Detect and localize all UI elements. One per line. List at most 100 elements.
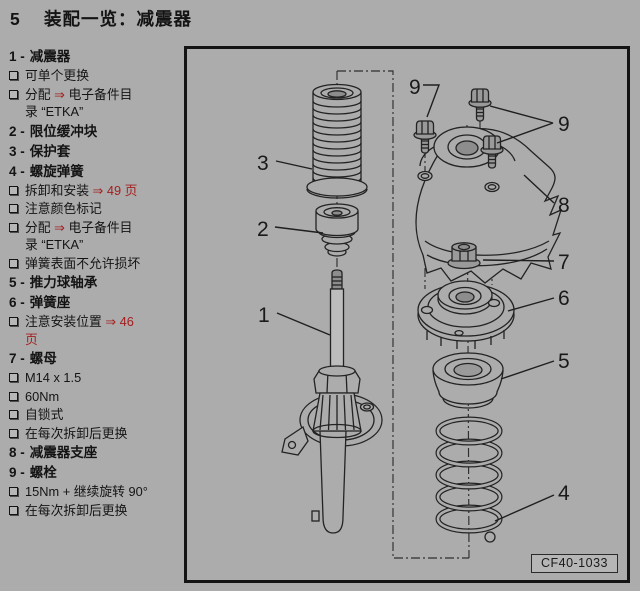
mount-bracket-part [415,126,563,284]
leader-line-2 [274,226,324,234]
checkbox-icon [9,71,18,80]
part-item: 7 - 螺母 [9,349,182,368]
leader-line-9b [489,105,554,124]
note-text: 分配 ⇒ 电子备件目录 “ETKA” [25,219,133,253]
part-number: 3 - [9,143,25,159]
part-name: 减震器 [26,49,71,64]
part-name: 弹簧座 [26,295,71,310]
part-number: 8 - [9,445,25,460]
part-item: 2 - 限位缓冲块 [9,122,182,141]
leader-line-8 [523,174,555,204]
note-text: 拆卸和安装 ⇒ 49 页 [25,182,138,198]
center-line [337,70,469,559]
part-number: 4 - [9,163,25,179]
note-item: 60Nm [9,388,182,406]
part-name: 减震器支座 [26,445,98,460]
part-item: 8 - 减震器支座 [9,443,182,462]
callout-label: 3 [257,152,269,175]
part-name: 限位缓冲块 [26,123,98,139]
part-item: 5 - 推力球轴承 [9,273,182,292]
exploded-diagram: 9 9 8 7 6 5 4 3 2 1 [257,70,570,559]
part-number: 5 - [9,275,25,290]
shock-absorber-part [281,269,383,534]
part-number: 9 - [9,465,25,480]
callout-label: 4 [558,482,570,505]
callout-label: 8 [558,194,570,217]
leader-line-9a [423,84,441,118]
checkbox-icon [9,204,18,213]
callout-label: 2 [257,218,269,241]
section-title: 装配一览：减震器 [44,9,192,29]
part-number: 2 - [9,123,25,139]
note-item: 自锁式 [9,406,182,424]
note-item: 分配 ⇒ 电子备件目录 “ETKA” [9,86,182,121]
checkbox-icon [9,373,18,382]
note-text: 弹簧表面不允许损坏 [25,255,141,271]
checkbox-icon [9,222,18,232]
checkbox-icon [9,258,18,268]
leader-line-9b2 [496,122,554,144]
part-name: 螺旋弹簧 [26,163,84,179]
leader-line-7 [482,259,555,262]
part-number: 6 - [9,295,25,310]
note-text: 注意颜色标记 [25,201,102,216]
thrust-bearing-part [432,352,504,409]
section-number: 5 [10,9,21,29]
leader-line-3 [275,160,313,170]
note-item: M14 x 1.5 [9,369,182,387]
nut-part [447,242,481,270]
leader-line-6 [507,297,555,312]
part-name: 螺栓 [26,465,57,480]
part-name: 螺母 [26,351,57,366]
checkbox-icon [9,317,18,326]
callout-label: 7 [558,251,570,274]
checkbox-icon [9,410,18,419]
checkbox-icon [9,89,18,99]
note-item: 15Nm + 继续旋转 90° [9,483,182,501]
page-title: 5 装配一览：减震器 [10,6,192,31]
note-item: 拆卸和安装 ⇒ 49 页 [9,182,182,200]
checkbox-icon [9,505,18,515]
note-text: 15Nm + 继续旋转 90° [25,484,148,499]
checkbox-icon [9,487,18,496]
part-item: 3 - 保护套 [9,142,182,161]
diagram-frame: 9 9 8 7 6 5 4 3 2 1 CF40-1033 [184,46,630,583]
protective-sleeve-part [306,83,368,199]
part-name: 推力球轴承 [26,275,98,290]
note-text: 60Nm [25,388,60,404]
note-text: M14 x 1.5 [25,370,82,385]
note-text: 分配 ⇒ 电子备件目录 “ETKA” [25,86,133,120]
checkbox-icon [9,391,18,401]
callout-label: 6 [558,287,570,310]
note-text: 可单个更换 [25,68,89,83]
note-text: 自锁式 [25,407,64,422]
note-text: 在每次拆卸后更换 [25,502,128,518]
part-name: 保护套 [26,143,71,159]
part-number: 1 - [9,49,25,64]
leader-line-5 [500,360,555,380]
note-item: 分配 ⇒ 电子备件目录 “ETKA” [9,219,182,254]
bolt-icon [468,88,492,122]
checkbox-icon [9,428,18,438]
callout-label: 9 [409,76,421,99]
part-item: 4 - 螺旋弹簧 [9,162,182,181]
note-item: 注意颜色标记 [9,200,182,218]
part-item: 1 - 减震器 [9,47,182,66]
callout-label: 5 [558,350,570,373]
part-item: 9 - 螺栓 [9,463,182,482]
part-number: 7 - [9,351,25,366]
leader-line-1 [276,312,331,336]
note-item: 弹簧表面不允许损坏 [9,255,182,273]
bump-stop-part [315,203,359,257]
callout-label: 1 [258,304,270,327]
leader-line-4 [494,494,555,522]
part-item: 6 - 弹簧座 [9,293,182,312]
callout-label: 9 [558,113,570,136]
note-item: 在每次拆卸后更换 [9,425,182,443]
spring-seat-part [417,280,515,349]
note-item: 在每次拆卸后更换 [9,502,182,520]
